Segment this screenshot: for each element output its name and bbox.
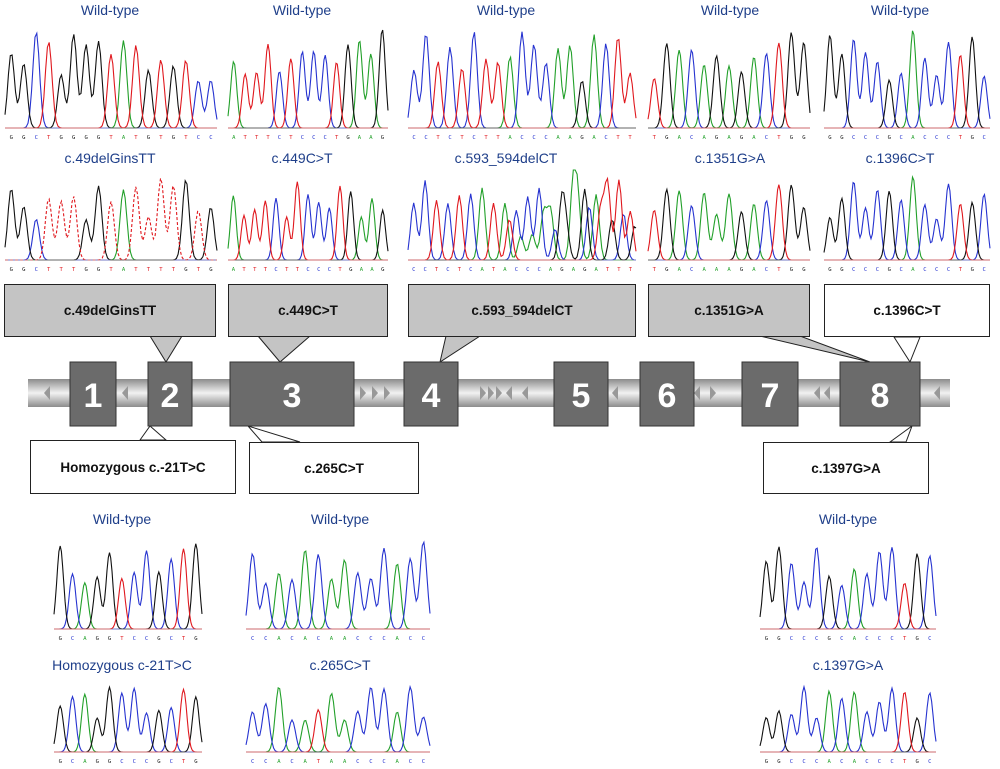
panel-title-wt-exon8a: Wild-type (700, 2, 760, 18)
panel-title-wt-exon3: Wild-type (272, 2, 332, 18)
pointer-c1351 (759, 335, 871, 363)
callout-c265CT: c.265C>T (249, 442, 419, 494)
callout-c1396CT: c.1396C>T (824, 284, 990, 337)
panel-title-wt-exon4: Wild-type (476, 2, 536, 18)
exon-2 (147, 361, 193, 427)
panel-title-mut-c265: c.265C>T (309, 657, 371, 673)
pointer-c1396 (893, 336, 921, 364)
panel-title-mut-c1396: c.1396C>T (865, 150, 935, 166)
callout-c49delGinsTT: c.49delGinsTT (4, 284, 216, 337)
callout-pointers (139, 335, 921, 443)
exon-7 (741, 361, 799, 427)
exon-8 (839, 361, 921, 427)
pointer-c21 (139, 425, 168, 441)
panel-title-mut-c1351: c.1351G>A (694, 150, 766, 166)
panel-title-wt-exon8c: Wild-type (818, 511, 878, 527)
trace-line-C (407, 180, 637, 261)
pointer-c449 (256, 335, 312, 363)
trace-line-A (246, 687, 430, 753)
pointer-c593 (439, 335, 482, 364)
callout-c1351GA: c.1351G>A (648, 284, 810, 337)
callout-c21TC: Homozygous c.-21T>C (30, 440, 236, 494)
pointer-c265 (246, 425, 301, 443)
exon-label-8: 8 (871, 377, 890, 415)
trace-line-T (5, 42, 217, 129)
panel-title-mut-c593: c.593_594delCT (454, 150, 558, 166)
panel-title-wt-exon8b: Wild-type (870, 2, 930, 18)
trace-line-T (5, 178, 217, 261)
exon-1 (69, 361, 117, 427)
callout-c449CT: c.449C>T (228, 284, 388, 337)
panel-title-mut-c449: c.449C>T (271, 150, 333, 166)
exon-label-7: 7 (761, 377, 780, 415)
trace-line-C (54, 686, 202, 753)
exon-6 (639, 361, 695, 427)
callout-c1397GA: c.1397G>A (763, 442, 929, 494)
panel-title-mut-c21: Homozygous c-21T>C (52, 657, 192, 673)
exon-label-3: 3 (283, 377, 302, 415)
exon-4 (403, 361, 459, 427)
exon-label-2: 2 (161, 377, 180, 415)
panel-title-mut-c1397: c.1397G>A (812, 657, 884, 673)
trace-line-A (246, 550, 430, 630)
exon-label-6: 6 (658, 377, 677, 415)
panel-title-wt-exon1: Wild-type (92, 511, 152, 527)
callout-c593delCT: c.593_594delCT (408, 284, 636, 337)
pointer-c1397 (888, 424, 914, 443)
exon-label-5: 5 (572, 377, 591, 415)
trace-line-C (407, 31, 636, 129)
exon-5 (553, 361, 609, 427)
intron-chevrons (44, 386, 940, 400)
exon-label-1: 1 (84, 377, 103, 415)
exon-label-4: 4 (422, 377, 441, 415)
exons (69, 361, 921, 427)
panel-title-wt-exon3b: Wild-type (310, 511, 370, 527)
pointer-c49 (149, 335, 183, 363)
exon-3 (229, 361, 355, 427)
panel-title-mut-c49: c.49delGinsTT (64, 150, 156, 166)
panel-title-wt-exon2: Wild-type (80, 2, 140, 18)
